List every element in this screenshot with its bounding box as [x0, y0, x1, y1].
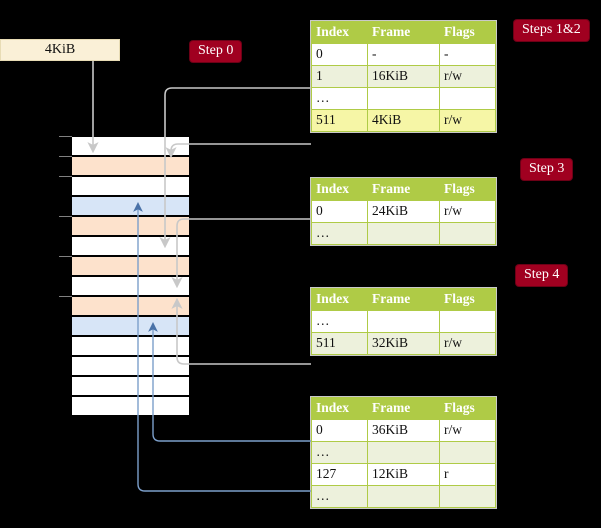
block-tick [59, 216, 72, 217]
memory-block [71, 256, 190, 276]
cell-frame: 4KiB [367, 109, 440, 132]
col-flags: Flags [439, 397, 496, 420]
cell-frame [367, 87, 440, 110]
col-index: Index [311, 288, 368, 311]
cell-index: … [311, 87, 368, 110]
wire-level2-entry511-to-memory [171, 297, 311, 365]
cell-flags [439, 222, 496, 245]
label-step-4: Step 4 [516, 265, 568, 286]
memory-block [71, 236, 190, 256]
cell-index: 0 [311, 419, 368, 442]
col-flags: Flags [439, 178, 496, 201]
label-step-3: Step 3 [521, 159, 573, 180]
cell-index: 127 [311, 463, 368, 486]
memory-block [71, 156, 190, 176]
memory-block [71, 276, 190, 296]
wire-level3-entry0-to-memory [171, 218, 311, 289]
level3-table: Index Frame Flags 0 24KiB r/w … [311, 178, 496, 245]
cell-flags: r/w [439, 65, 496, 88]
block-tick [59, 296, 72, 297]
virtual-address-box: 4KiB [0, 39, 120, 61]
memory-block [71, 316, 190, 336]
col-frame: Frame [367, 288, 440, 311]
memory-block [71, 336, 190, 356]
cell-flags: r [439, 463, 496, 486]
block-tick [59, 136, 72, 137]
col-flags: Flags [439, 288, 496, 311]
table-row: 511 4KiB r/w [311, 109, 496, 132]
cell-flags [439, 441, 496, 464]
table-row: 127 12KiB r [311, 463, 496, 486]
cell-frame: - [367, 43, 440, 66]
level2-table: Index Frame Flags … 511 32KiB r/w [311, 288, 496, 355]
physical-memory-column [71, 136, 190, 416]
cell-index: 0 [311, 200, 368, 223]
table-row: 0 36KiB r/w [311, 419, 496, 442]
cell-frame: 36KiB [367, 419, 440, 442]
cell-index: 511 [311, 109, 368, 132]
col-frame: Frame [367, 397, 440, 420]
table-header-row: Index Frame Flags [311, 288, 496, 311]
cell-frame: 12KiB [367, 463, 440, 486]
cell-frame [367, 441, 440, 464]
col-frame: Frame [367, 21, 440, 44]
table-row: … [311, 310, 496, 333]
cell-index: 0 [311, 43, 368, 66]
cell-flags [439, 485, 496, 508]
memory-block [71, 216, 190, 236]
pml4-table: Index Frame Flags 0 - - 1 16KiB r/w … [311, 21, 496, 132]
cell-frame: 32KiB [367, 332, 440, 355]
cell-frame [367, 310, 440, 333]
level1-table: Index Frame Flags 0 36KiB r/w … 127 12Ki… [311, 397, 496, 508]
memory-block [71, 296, 190, 316]
cell-flags: r/w [439, 109, 496, 132]
col-index: Index [311, 397, 368, 420]
memory-block [71, 196, 190, 216]
col-frame: Frame [367, 178, 440, 201]
table-row: 511 32KiB r/w [311, 332, 496, 355]
cell-flags [439, 310, 496, 333]
table-row: … [311, 222, 496, 245]
cell-index: 511 [311, 332, 368, 355]
wire-pml4-entry511-to-memory [165, 143, 311, 159]
memory-block [71, 356, 190, 376]
block-tick [59, 156, 72, 157]
col-index: Index [311, 21, 368, 44]
block-tick [59, 176, 72, 177]
col-flags: Flags [439, 21, 496, 44]
table-row: 1 16KiB r/w [311, 65, 496, 88]
block-tick [59, 256, 72, 257]
table-header-row: Index Frame Flags [311, 178, 496, 201]
memory-block [71, 176, 190, 196]
cell-frame [367, 485, 440, 508]
cell-index: … [311, 310, 368, 333]
cell-flags: r/w [439, 419, 496, 442]
table-header-row: Index Frame Flags [311, 397, 496, 420]
table-row: … [311, 441, 496, 464]
table-row: 0 24KiB r/w [311, 200, 496, 223]
cell-frame [367, 222, 440, 245]
table-row: … [311, 87, 496, 110]
memory-block [71, 136, 190, 156]
table-row: 0 - - [311, 43, 496, 66]
memory-block [71, 376, 190, 396]
table-header-row: Index Frame Flags [311, 21, 496, 44]
cell-flags: r/w [439, 200, 496, 223]
cell-index: 1 [311, 65, 368, 88]
col-index: Index [311, 178, 368, 201]
cell-frame: 16KiB [367, 65, 440, 88]
cell-flags: r/w [439, 332, 496, 355]
memory-block [71, 396, 190, 416]
cell-flags: - [439, 43, 496, 66]
cell-index: … [311, 441, 368, 464]
cell-flags [439, 87, 496, 110]
cell-index: … [311, 222, 368, 245]
label-step-0: Step 0 [190, 41, 242, 62]
table-row: … [311, 485, 496, 508]
label-steps-1-2: Steps 1&2 [514, 20, 589, 41]
cell-index: … [311, 485, 368, 508]
cell-frame: 24KiB [367, 200, 440, 223]
